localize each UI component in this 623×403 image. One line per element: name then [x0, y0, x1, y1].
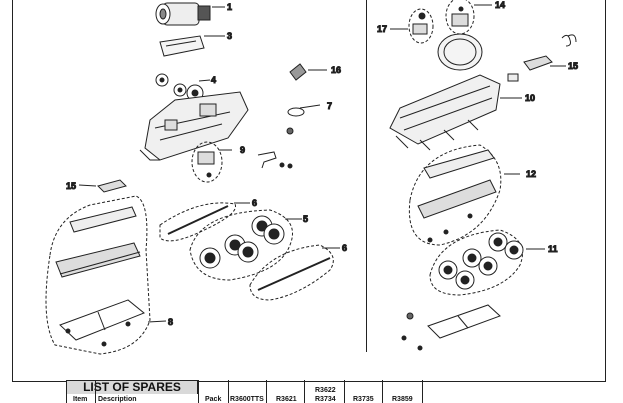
callout-11: 11 [548, 244, 558, 254]
part-wheels-right [429, 229, 545, 296]
callout-10: 10 [525, 93, 535, 103]
column-header-code: R3734 [315, 396, 336, 403]
column-header-code: R3859 [392, 396, 413, 403]
callout-6-upper: 6 [252, 198, 257, 208]
table-border [266, 380, 267, 403]
part-screw-group-17 [390, 8, 434, 44]
part-motor [155, 2, 225, 26]
table-border [382, 380, 383, 403]
callout-17: 17 [377, 24, 387, 34]
part-screws-and-plate [191, 141, 232, 183]
column-header-pack: Pack [205, 396, 222, 403]
column-header-code: R3621 [276, 396, 297, 403]
table-border [198, 380, 199, 403]
callout-12: 12 [526, 169, 536, 179]
column-header-code: R3735 [353, 396, 374, 403]
part-clips [561, 34, 577, 47]
table-border [95, 380, 96, 403]
callout-5: 5 [303, 214, 308, 224]
callout-15-right: 15 [568, 61, 578, 71]
table-border [304, 380, 305, 403]
table-border [228, 380, 229, 403]
part-bracket [257, 151, 293, 169]
callout-14: 14 [495, 0, 505, 10]
callout-16: 16 [331, 65, 341, 75]
part-chassis-right [389, 74, 522, 151]
part-screw-group-14 [445, 0, 492, 35]
callout-3: 3 [227, 31, 232, 41]
part-frame-assembly [45, 195, 167, 355]
table-title: LIST OF SPARES [66, 380, 198, 394]
part-coupling-left [78, 179, 127, 193]
column-header-code: R3600TTS [230, 396, 264, 403]
part-axle-rod-lower [249, 244, 340, 301]
table-border [344, 380, 345, 403]
callout-9: 9 [240, 145, 245, 155]
part-keeper-plate-right [401, 304, 501, 351]
callout-15-left: 15 [66, 181, 76, 191]
part-chassis-block [139, 91, 249, 161]
part-frame-right [408, 144, 520, 246]
part-wheel-set [189, 209, 302, 281]
part-coupling-right [507, 55, 566, 82]
part-weight-disc [437, 33, 483, 71]
callout-7: 7 [327, 101, 332, 111]
diagram-frame [12, 0, 606, 382]
part-brush-spring [289, 63, 327, 81]
callout-8: 8 [168, 317, 173, 327]
part-7 [286, 104, 321, 135]
table-border [66, 380, 67, 403]
column-header-code: R3622 [315, 387, 336, 394]
part-axle-rod-upper [159, 202, 250, 242]
column-header-item: Item [73, 396, 88, 403]
column-header-description: Description [98, 396, 137, 403]
callout-4: 4 [211, 75, 216, 85]
part-gear-set [155, 73, 211, 102]
callout-1: 1 [227, 2, 232, 12]
callout-6-lower: 6 [342, 243, 347, 253]
table-border [422, 380, 423, 403]
panel-divider [366, 0, 367, 352]
part-motor-bracket [159, 35, 225, 57]
